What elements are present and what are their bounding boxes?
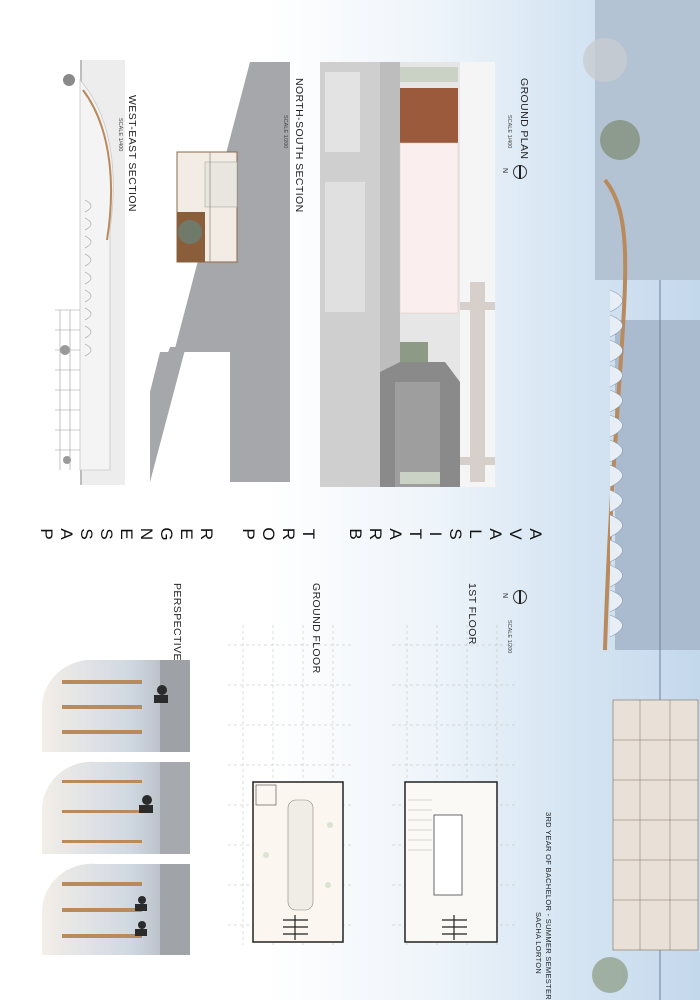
ground-floor-grid (228, 625, 353, 945)
west-east-section-drawing (55, 60, 125, 485)
ground-plan-drawing (320, 62, 495, 487)
floors-scale: SCALE 1/200 (506, 620, 512, 654)
north-south-section-title: NORTH-SOUTH SECTION (293, 78, 305, 213)
north-arrow-icon-floors (513, 590, 527, 604)
ground-plan-title: GROUND PLAN (518, 78, 530, 160)
north-arrow-icon (513, 165, 527, 179)
perspective-images (42, 660, 190, 955)
course-info: 3RD YEAR OF BACHELOR - SUMMER SEMESTER (544, 812, 553, 1000)
north-label: N (501, 167, 509, 174)
ground-plan-scale: SCALE 1/400 (506, 115, 512, 149)
north-label-floors: N (501, 592, 509, 599)
ground-floor-title: GROUND FLOOR (310, 583, 322, 674)
west-east-scale: SCALE 1/400 (117, 118, 123, 152)
perspective-title: PERSPECTIVE (171, 583, 183, 661)
north-south-section-drawing (150, 62, 290, 487)
first-floor-title: 1ST FLOOR (466, 583, 478, 645)
first-floor-grid (392, 625, 517, 945)
west-east-section-title: WEST-EAST SECTION (126, 95, 138, 212)
elevation-drawing (565, 0, 700, 1000)
north-south-scale: SCALE 1/200 (282, 115, 288, 149)
author-name: SACHA LORTON (534, 912, 543, 975)
